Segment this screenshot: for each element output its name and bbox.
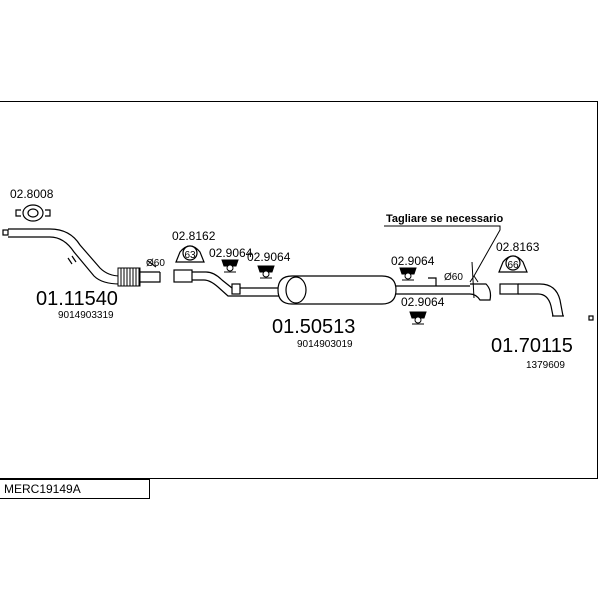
middle-pipe [173, 269, 282, 297]
rubber-mount-icon [221, 259, 239, 273]
cut-note-leader [384, 225, 501, 283]
clamp-icon [175, 245, 205, 263]
diagram-code: MERC19149A [4, 482, 81, 496]
section-part-number: 01.11540 [36, 288, 118, 310]
mount-label: 02.9064 [391, 254, 435, 268]
section-part-number: 01.50513 [272, 316, 355, 338]
rubber-mount-icon [257, 265, 275, 279]
clamp-size: 66 [507, 260, 519, 271]
mount-label: 02.9064 [401, 295, 445, 309]
mount-label: 02.9064 [247, 250, 291, 264]
section-part-number: 01.70115 [491, 335, 573, 357]
section-oem-number: 1379609 [526, 360, 565, 371]
front-pipe-tail [140, 260, 161, 283]
cut-note: Tagliare se necessario [386, 213, 503, 225]
clamp-label: 02.8162 [172, 229, 216, 243]
clamp-label: 02.8163 [496, 240, 540, 254]
front-pipe [2, 228, 121, 285]
middle-pipe-rear [396, 277, 470, 295]
diameter-label: Ø60 [444, 272, 463, 283]
clamp-label: 02.8008 [10, 187, 54, 201]
rear-pipe [469, 261, 594, 321]
diameter-label: Ø60 [146, 258, 165, 269]
diagram-code-box: MERC19149A [0, 479, 150, 499]
clamp-size: 63 [184, 250, 196, 261]
clamp-icon [15, 204, 51, 222]
section-oem-number: 9014903319 [58, 310, 114, 321]
rubber-mount-icon [399, 267, 417, 281]
section-oem-number: 9014903019 [297, 339, 353, 350]
center-muffler [277, 275, 397, 305]
clamp-icon [498, 255, 528, 273]
rubber-mount-icon [409, 311, 427, 325]
diagram-frame [0, 101, 598, 479]
mount-label: 02.9064 [209, 246, 253, 260]
flex-joint [117, 267, 141, 287]
